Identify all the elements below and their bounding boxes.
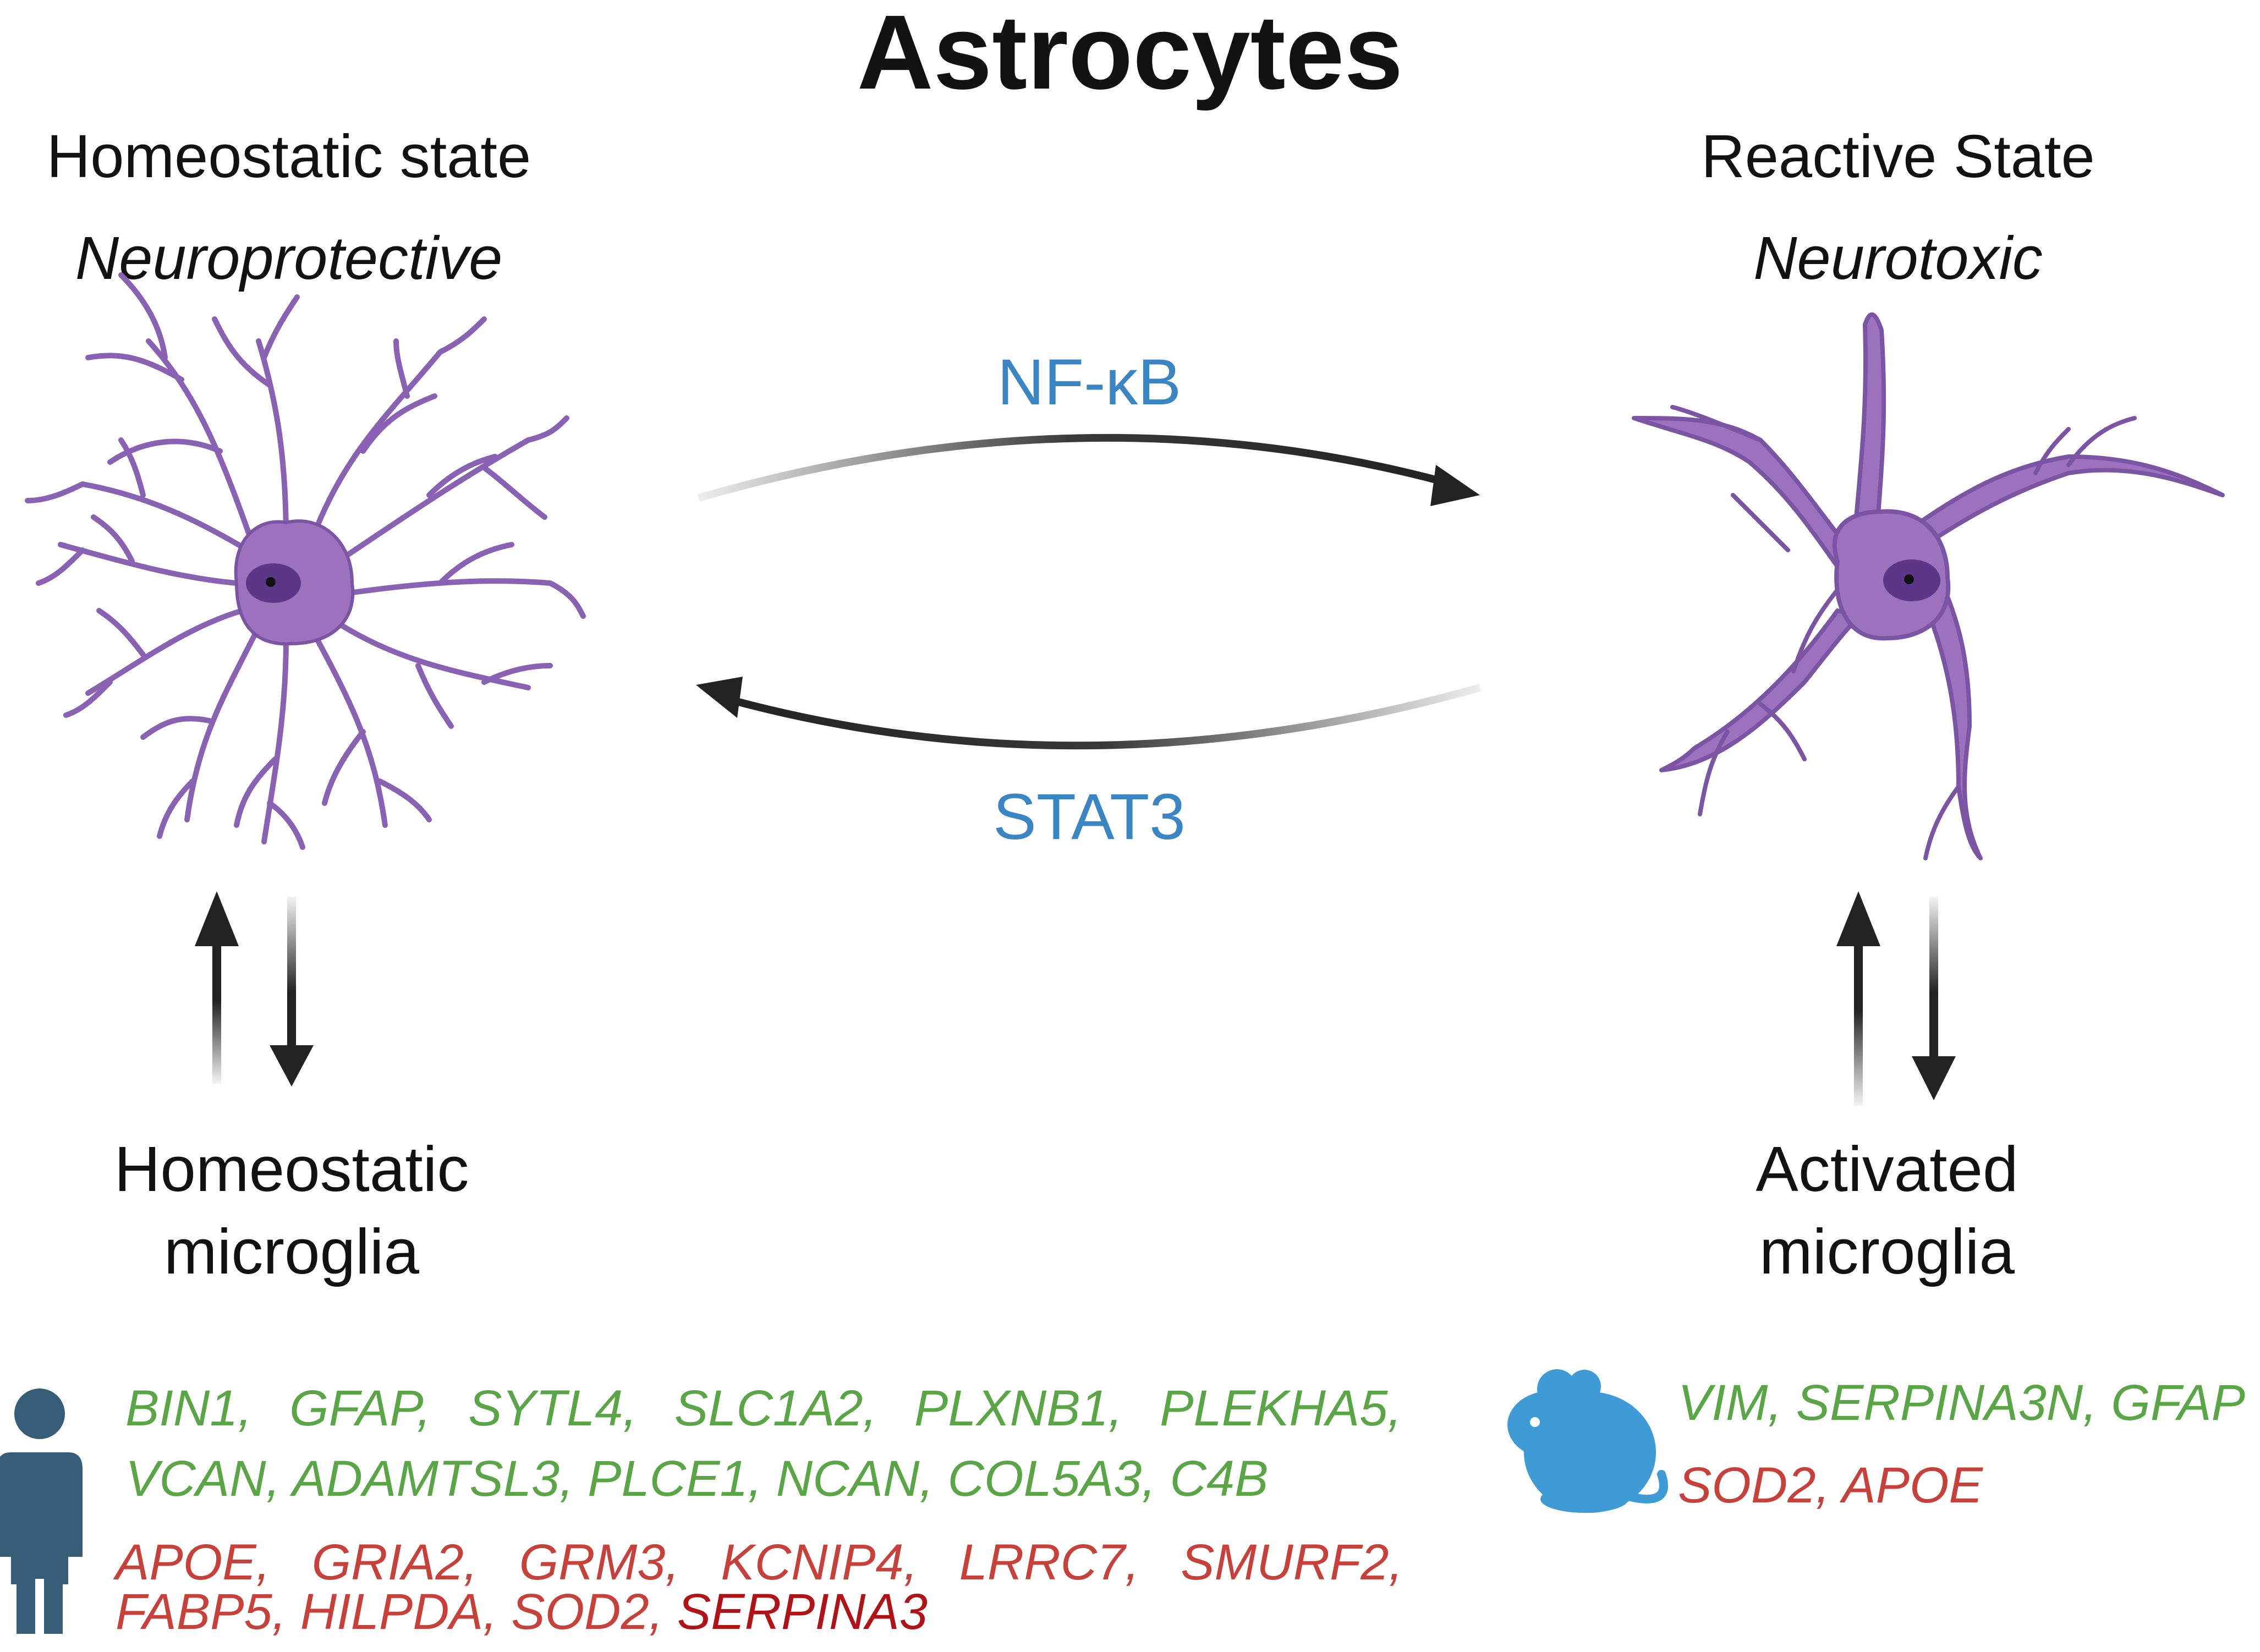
- right-state-name: Reactive State: [1701, 123, 2095, 190]
- gene: SYTL4,: [468, 1380, 637, 1436]
- homeostatic-microglia-line2: microglia: [163, 1216, 420, 1287]
- nfkb-label: NF-κB: [997, 346, 1182, 419]
- stat3-label: STAT3: [993, 781, 1186, 853]
- gene: BIN1,: [125, 1380, 253, 1436]
- reactive-astrocyte-nucleus: [1883, 559, 1940, 601]
- gene: SMURF2,: [1181, 1534, 1403, 1590]
- homeostatic-microglia-line1: Homeostatic: [114, 1133, 469, 1205]
- human-down-genes-line1: APOE, GRIA2, GRM3, KCNIP4, LRRC7, SMURF2…: [116, 1529, 1403, 1595]
- right-up-arrow: [1836, 891, 1880, 1106]
- right-down-arrow: [1912, 897, 1956, 1100]
- activated-microglia-line1: Activated: [1756, 1133, 2018, 1205]
- activated-microglia-label: Activated microglia: [1661, 1128, 2113, 1293]
- mouse-up-genes: VIM, SERPINA3N, GFAP: [1678, 1375, 2245, 1431]
- gene: GRIA2,: [311, 1534, 478, 1590]
- homeostatic-astrocyte: [25, 272, 586, 850]
- left-up-arrow: [195, 891, 239, 1084]
- human-down-genes-line2: FABP5, HILPDA, SOD2, SERPINA3: [116, 1579, 928, 1645]
- nfkb-arrow: [698, 433, 1480, 506]
- human-up-genes-line2: VCAN, ADAMTSL3, PLCE1, NCAN, COL5A3, C4B: [125, 1451, 1269, 1507]
- diagram-title: Astrocytes: [857, 0, 1403, 111]
- left-state-name: Homeostatic state: [46, 123, 531, 190]
- stat3-arrow: [696, 677, 1481, 750]
- gene-list: FABP5, HILPDA, SOD2,: [116, 1584, 663, 1640]
- homeostatic-microglia-label: Homeostatic microglia: [55, 1128, 528, 1293]
- gene: SLC1A2,: [674, 1380, 877, 1436]
- gene: LRRC7,: [959, 1534, 1139, 1590]
- highlighted-gene: SERPINA3: [677, 1584, 928, 1640]
- homeostatic-astrocyte-body: [234, 519, 355, 646]
- activated-microglia-line2: microglia: [1759, 1216, 2015, 1287]
- mouse-down-genes: SOD2, APOE: [1678, 1457, 1983, 1513]
- left-state-role: Neuroprotective: [75, 224, 503, 292]
- gene: GRM3,: [519, 1534, 679, 1590]
- gene: GFAP,: [289, 1380, 431, 1436]
- gene: KCNIP4,: [721, 1534, 918, 1590]
- gene: APOE,: [116, 1534, 271, 1590]
- mouse-icon: [1507, 1369, 1668, 1513]
- human-up-genes-line1: BIN1, GFAP, SYTL4, SLC1A2, PLXNB1, PLEKH…: [125, 1375, 1402, 1441]
- human-icon: [0, 1388, 83, 1634]
- gene: PLEKHA5,: [1160, 1380, 1402, 1436]
- gene: PLXNB1,: [914, 1380, 1123, 1436]
- right-state-role: Neurotoxic: [1753, 224, 2043, 292]
- left-down-arrow: [270, 897, 314, 1086]
